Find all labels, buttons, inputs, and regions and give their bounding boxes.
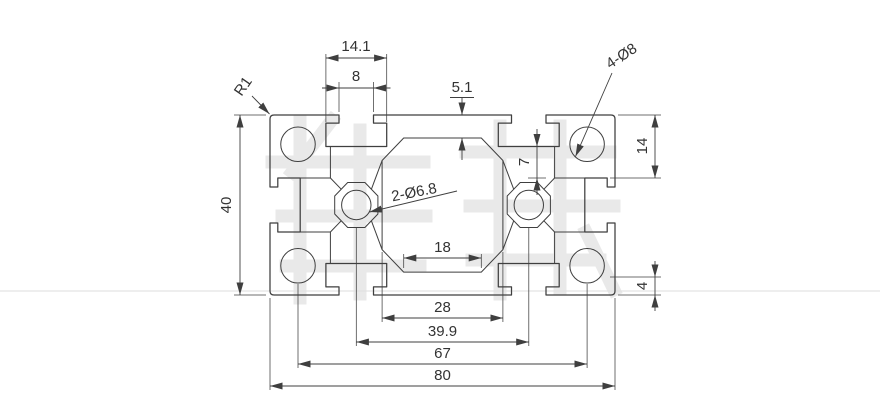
- dim-label-67: 67: [434, 345, 451, 362]
- dim-corner-holes: 4-Ø8: [575, 40, 640, 157]
- dim-label-5-1: 5.1: [452, 79, 473, 96]
- dim-label-7: 7: [516, 158, 533, 166]
- dim-corner-radius: R1: [231, 74, 270, 115]
- dim-label-39-9: 39.9: [428, 323, 457, 340]
- dim-label-r1: R1: [231, 74, 256, 99]
- corner-hole-tr: [569, 126, 605, 163]
- dim-cavity-flat: 18: [403, 239, 482, 268]
- profile-outline: [269, 114, 616, 296]
- dim-label-8: 8: [352, 68, 360, 85]
- dim-width: 80: [269, 298, 616, 390]
- corner-hole-tl: [280, 126, 316, 163]
- dim-center-hole-spacing: 39.9: [355, 228, 530, 346]
- right-hole-boss: [506, 182, 551, 228]
- dim-slot-opening: 8: [322, 68, 391, 112]
- dim-corner-hole-spacing: 67: [297, 284, 588, 368]
- corner-hole-br: [569, 248, 605, 284]
- dim-cavity-width: 28: [381, 252, 504, 322]
- dim-label-40: 40: [218, 197, 235, 214]
- dim-label-4: 4: [634, 282, 651, 290]
- left-hole-boss: [334, 182, 379, 228]
- dim-label-80: 80: [434, 367, 451, 384]
- dim-label-28: 28: [434, 299, 451, 316]
- corner-hole-bl: [280, 248, 316, 284]
- center-hole-left: [341, 189, 372, 221]
- dim-web-offset: 7: [516, 129, 546, 195]
- dim-label-4-d8: 4-Ø8: [603, 40, 640, 72]
- profile-section: [269, 114, 616, 296]
- dim-label-14: 14: [634, 138, 651, 155]
- dim-label-18: 18: [434, 239, 451, 256]
- dim-height: 40: [218, 114, 266, 296]
- dim-block-depth: 14: [610, 114, 661, 179]
- center-cavity: [381, 137, 504, 273]
- center-hole-right: [513, 189, 544, 221]
- dim-top-wall: 5.1: [450, 79, 474, 160]
- dim-center-holes: 2-Ø6.8: [369, 180, 458, 213]
- dim-bottom-wall: 4: [610, 261, 661, 311]
- dim-label-14-1: 14.1: [341, 38, 370, 55]
- watermark-glyphs: [265, 110, 623, 305]
- webs: [330, 160, 555, 250]
